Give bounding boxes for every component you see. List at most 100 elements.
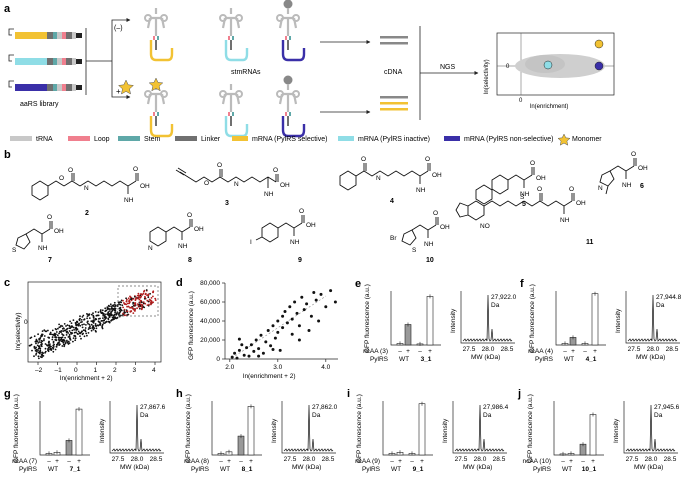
- panel-d-point: [237, 337, 241, 341]
- panel-c-point: [79, 317, 81, 320]
- panel-c-point: [72, 340, 74, 343]
- condition-sign: +: [55, 458, 59, 465]
- compound-4-structure: [339, 163, 431, 191]
- ms-tick-label: 27.5: [626, 456, 639, 463]
- atom-oh-11: OH: [576, 200, 586, 207]
- ms-mass-label: 27,862.0: [312, 404, 338, 411]
- panel-c-point: [122, 312, 124, 315]
- panel-c-point: [75, 320, 78, 323]
- panel-c-point: [57, 341, 60, 344]
- panel-c-point: [147, 300, 150, 303]
- bar-i-3: [418, 403, 426, 456]
- atom-nh2-2: NH: [124, 197, 134, 204]
- panel-c-point: [44, 343, 47, 345]
- panel-c-point: [130, 296, 132, 299]
- panel-c-point: [39, 350, 41, 353]
- ms-tick-label: 28.5: [493, 456, 506, 463]
- panel-c-point: [109, 303, 112, 306]
- ncaa-label: ncAA (7): [12, 458, 37, 465]
- panel-c-point: [107, 317, 110, 320]
- ms-mass-label: 27,945.6: [654, 404, 680, 411]
- panel-c-point: [134, 299, 137, 302]
- ms-tick-label: 28.0: [482, 346, 495, 353]
- ms-tick-label: 27.5: [455, 456, 468, 463]
- wt-label: WT: [220, 466, 230, 473]
- condition-sign: –: [563, 348, 567, 355]
- panel-c-point: [92, 328, 95, 331]
- condition-sign: +: [227, 458, 231, 465]
- atom-i-9: I: [250, 239, 252, 246]
- panel-c-point: [78, 319, 81, 322]
- ms-tick-label: 27.5: [463, 346, 476, 353]
- panel-c-point: [53, 343, 55, 346]
- panel-c-point: [44, 347, 47, 350]
- panel-c-point: [99, 324, 101, 326]
- panel-d-point: [257, 354, 261, 358]
- panel-c-point: [36, 350, 38, 353]
- panel-c-point: [43, 329, 46, 331]
- panel-c-point: [113, 313, 116, 316]
- panel-c-point: [87, 332, 90, 334]
- ngs-scatter: [496, 32, 615, 96]
- panel-c-point: [139, 296, 142, 299]
- panel-d-point: [245, 346, 249, 350]
- panel-c-point: [81, 316, 84, 318]
- ms-spectrum: [462, 294, 513, 342]
- panel-c-point: [138, 303, 141, 306]
- ms-unit-label: Da: [140, 412, 149, 419]
- panel-d-point: [235, 356, 239, 360]
- panel-c-point: [73, 331, 76, 334]
- panel-c-point: [82, 329, 85, 332]
- panel-c-point: [74, 327, 77, 329]
- panel-c-point: [68, 337, 71, 340]
- panel-c-point: [43, 339, 45, 342]
- panel-c-point: [119, 310, 122, 313]
- panel-c-point: [62, 341, 65, 344]
- panel-c-point: [88, 313, 91, 316]
- panel-c-point: [102, 314, 105, 317]
- panel-c-point: [35, 354, 37, 356]
- panel-c-point: [52, 346, 55, 348]
- panel-c-point: [35, 339, 38, 342]
- panel-c-point: [79, 324, 82, 327]
- ms-axes: [281, 401, 336, 454]
- panel-c-point: [35, 346, 37, 349]
- panel-c-point: [126, 302, 129, 305]
- panel-c-point: [30, 336, 33, 339]
- panel-c-point: [99, 309, 102, 311]
- panel-c-point: [91, 321, 94, 323]
- panel-letter-c: c: [4, 277, 10, 289]
- panel-c-highlight-box: [117, 285, 159, 317]
- library-bar-inactive: [15, 58, 82, 65]
- panel-d-point: [254, 338, 258, 342]
- panel-c-point: [30, 343, 33, 346]
- panel-c-point: [87, 328, 90, 330]
- panel-c-point: [134, 303, 137, 305]
- panel-c-point: [92, 312, 94, 315]
- panel-c-point: [139, 301, 142, 304]
- panel-c-point: [105, 320, 108, 323]
- panel-c-point: [33, 335, 36, 338]
- panel-c-point: [94, 323, 97, 325]
- panel-c-point: [80, 319, 83, 321]
- panel-c-point: [108, 313, 111, 315]
- panel-c-point: [57, 327, 59, 330]
- atom-s-11: S: [520, 194, 525, 201]
- panel-c-point: [81, 321, 83, 323]
- ms-tick-label: 27.5: [112, 456, 125, 463]
- condition-sign: +: [406, 348, 410, 355]
- panel-c-points: [28, 289, 157, 360]
- bar-axes: [39, 401, 90, 456]
- panel-c-point: [140, 301, 143, 304]
- panel-d-point: [230, 355, 234, 359]
- panel-c-point: [66, 324, 69, 326]
- panel-c-point: [143, 306, 146, 309]
- panel-c-point: [44, 351, 46, 354]
- panel-c-point: [84, 327, 87, 329]
- ms-axes: [625, 291, 680, 344]
- panel-c-point: [114, 303, 116, 306]
- panel-c-point: [81, 330, 83, 333]
